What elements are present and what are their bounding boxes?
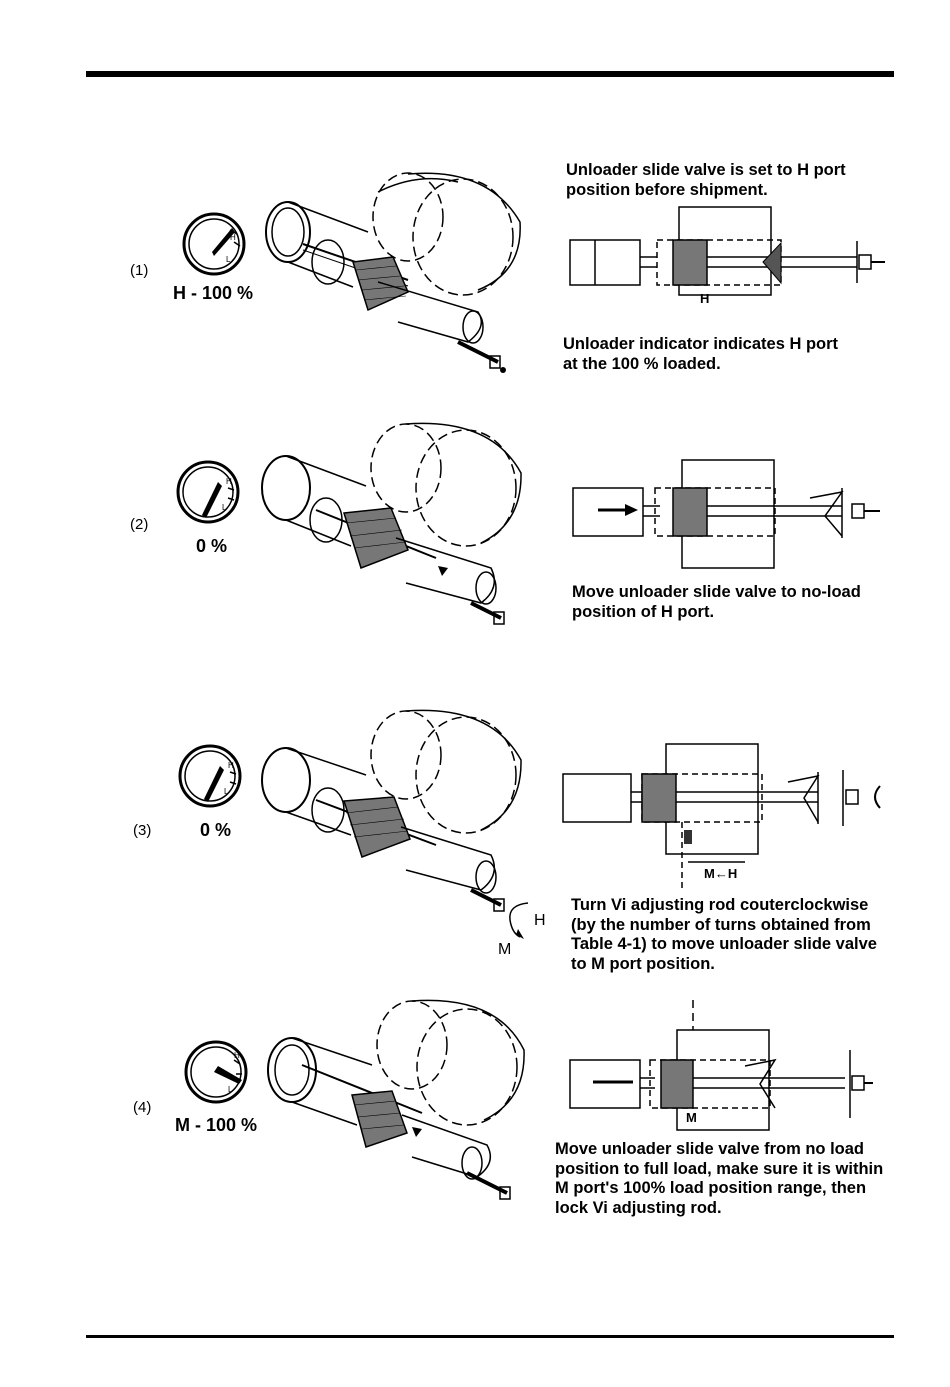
rotation-label-m: M bbox=[498, 941, 512, 958]
step-3-note-line: Table 4-1) to move unloader slide valve bbox=[571, 935, 877, 953]
svg-text:H: H bbox=[234, 1051, 240, 1060]
step-1-note-top-line: Unloader slide valve is set to H port bbox=[566, 161, 846, 179]
step-1-gauge-icon: H L bbox=[182, 212, 246, 276]
svg-text:L: L bbox=[222, 503, 227, 512]
header-rule bbox=[86, 71, 894, 77]
step-1-note-bottom: Unloader indicator indicates H port at t… bbox=[563, 335, 838, 374]
svg-text:L: L bbox=[228, 1085, 233, 1094]
step-3-compressor-illustration bbox=[261, 709, 522, 912]
step-4-port-label: M bbox=[686, 1110, 697, 1125]
step-1-valve-section-diagram bbox=[569, 206, 885, 296]
step-4-number: (4) bbox=[133, 1099, 152, 1116]
step-4-note-line: Move unloader slide valve from no load bbox=[555, 1140, 864, 1158]
step-4-note-line: M port's 100% load position range, then bbox=[555, 1179, 867, 1197]
svg-text:H: H bbox=[230, 233, 236, 242]
step-3-port-label: M←H bbox=[704, 866, 738, 881]
step-1-gauge-label: H - 100 % bbox=[173, 283, 254, 303]
step-3-note-line: (by the number of turns obtained from bbox=[571, 915, 871, 934]
step-3-note: Turn Vi adjusting rod couterclockwise (b… bbox=[571, 896, 877, 974]
step-4-valve-section-diagram bbox=[569, 1000, 873, 1131]
step-3-gauge-label: 0 % bbox=[200, 820, 232, 840]
step-3-note-line: to M port position. bbox=[571, 954, 715, 973]
step-2-compressor-illustration bbox=[261, 422, 522, 625]
step-2-note-line: Move unloader slide valve to no-load bbox=[572, 583, 861, 601]
step-4-gauge-icon: H L bbox=[184, 1040, 248, 1104]
step-2-gauge-icon: H L bbox=[176, 460, 240, 524]
step-4-note: Move unloader slide valve from no load p… bbox=[555, 1140, 883, 1218]
step-1-note-line: at the 100 % loaded. bbox=[563, 354, 721, 373]
step-1-note-top-line: position before shipment. bbox=[566, 180, 768, 199]
svg-text:L: L bbox=[226, 255, 231, 264]
step-2-number: (2) bbox=[130, 516, 149, 533]
step-2-gauge-label: 0 % bbox=[196, 536, 228, 556]
step-2-note: Move unloader slide valve to no-load pos… bbox=[572, 583, 861, 622]
step-4-note-line: position to full load, make sure it is w… bbox=[555, 1159, 884, 1178]
step-1-port-label: H bbox=[700, 291, 710, 306]
step-1-compressor-illustration bbox=[265, 172, 521, 373]
step-1-note-top: Unloader slide valve is set to H port po… bbox=[566, 161, 846, 200]
step-3-valve-section-diagram bbox=[562, 743, 881, 892]
step-3-note-line: Turn Vi adjusting rod couterclockwise bbox=[571, 896, 869, 914]
step-4-gauge-label: M - 100 % bbox=[175, 1115, 258, 1135]
counterclockwise-rotation-icon bbox=[509, 902, 529, 939]
step-3-gauge-icon: H L bbox=[178, 744, 242, 808]
step-3-number: (3) bbox=[133, 822, 152, 839]
step-4-note-line: lock Vi adjusting rod. bbox=[555, 1198, 722, 1217]
step-4-compressor-illustration bbox=[267, 999, 525, 1200]
svg-text:H: H bbox=[226, 477, 232, 486]
svg-text:H: H bbox=[228, 761, 234, 770]
step-1-number: (1) bbox=[130, 262, 149, 279]
step-2-note-line: position of H port. bbox=[572, 602, 715, 621]
step-2-valve-section-diagram bbox=[572, 459, 880, 569]
rotation-label-h: H bbox=[534, 912, 546, 929]
step-1-note-line: Unloader indicator indicates H port bbox=[563, 335, 839, 353]
svg-text:L: L bbox=[224, 787, 229, 796]
footer-rule bbox=[86, 1335, 894, 1338]
